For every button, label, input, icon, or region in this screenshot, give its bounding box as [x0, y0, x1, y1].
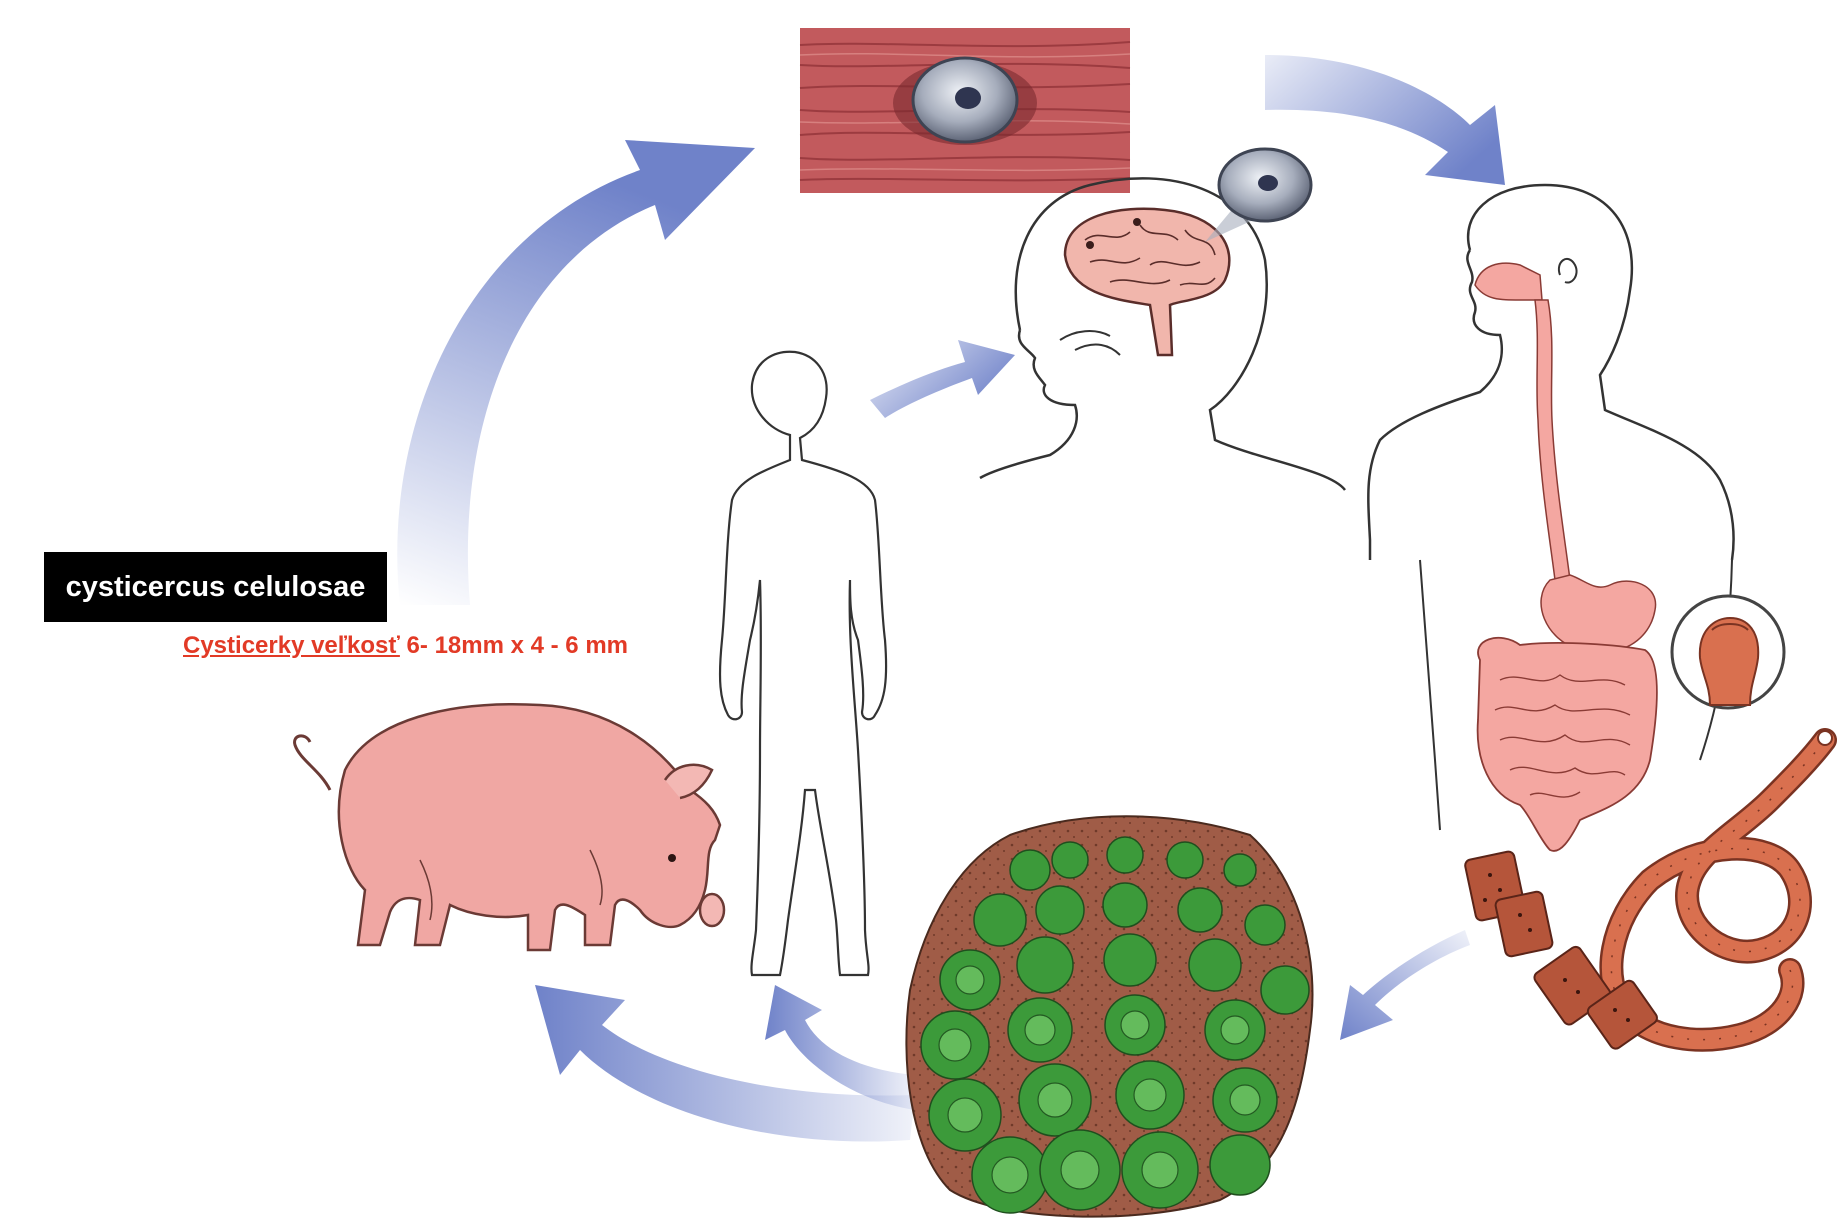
muscle-cyst-icon	[799, 28, 1131, 193]
arrow-field-to-pig	[535, 985, 915, 1142]
stage-label: cysticercus celulosae	[44, 552, 387, 622]
cyst-size-value: 6- 18mm x 4 - 6 mm	[399, 632, 628, 659]
arrow-human-to-brain	[870, 340, 1015, 418]
cabbage-field-icon	[905, 815, 1314, 1218]
brain-head-icon	[979, 147, 1346, 491]
cyst-size-note: Cysticerky veľkosť 6- 18mm x 4 - 6 mm	[183, 632, 628, 660]
arrow-muscle-to-head	[1265, 55, 1505, 185]
arrow-field-to-human	[765, 985, 915, 1110]
tapeworm-icon	[1464, 728, 1837, 1052]
arrow-pig-to-muscle	[397, 140, 755, 605]
arrow-tapeworm-to-field	[1340, 930, 1470, 1040]
human-figure-icon	[718, 350, 888, 977]
cyst-size-prefix: Cysticerky veľkosť	[183, 632, 400, 659]
pig-icon	[293, 703, 726, 952]
human-digestive-icon	[1367, 183, 1786, 852]
stage-label-text: cysticercus celulosae	[65, 570, 366, 603]
